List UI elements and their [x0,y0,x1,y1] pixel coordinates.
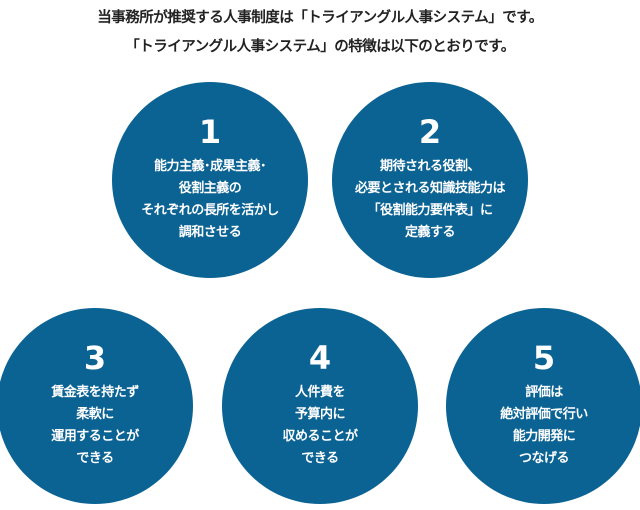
feature-text: 役割主義の [178,181,242,196]
feature-text: 能力開発に [512,429,576,444]
feature-text: 絶対評価で行い [500,407,588,422]
feature-circle-3: 3 賃金表を持たず 柔軟に 運用することが できる [0,308,193,504]
feature-text: つなげる [518,451,570,466]
feature-circle-5: 5 評価は 絶対評価で行い 能力開発に つなげる [446,308,640,504]
feature-text: 人件費を [294,385,346,400]
feature-text: 定義する [404,225,456,240]
feature-text: 柔軟に [76,407,114,422]
feature-circle-2: 2 期待される役割、 必要とされる知識技能力は 「役割能力要件表」に 定義する [332,82,528,278]
feature-text: 「役割能力要件表」に [367,203,493,218]
feature-text: 予算内に [294,407,346,422]
feature-text: 運用することが [51,429,139,444]
feature-text: 能力主義･成果主義･ [153,159,267,174]
feature-text: 必要とされる知識技能力は [354,181,506,196]
feature-text: 評価は [525,385,563,400]
feature-text: 収めることが [282,429,358,444]
feature-text: 賃金表を持たず [51,385,139,400]
intro-line-1: 当事務所が推奨する人事制度は「トライアングル人事システム」です。 [97,10,543,26]
feature-text: できる [76,451,114,466]
feature-text: 調和させる [178,225,242,240]
feature-number: 4 [308,339,332,377]
feature-text: できる [301,451,339,466]
intro-line-2: 「トライアングル人事システム」の特徴は以下のとおりです。 [125,39,515,55]
feature-text: それぞれの長所を活かし [141,203,279,218]
feature-number: 5 [532,339,556,377]
feature-circle-1: 1 能力主義･成果主義･ 役割主義の それぞれの長所を活かし 調和させる [112,82,308,278]
feature-number: 3 [83,339,107,377]
feature-number: 1 [198,113,222,151]
feature-circle-4: 4 人件費を 予算内に 収めることが できる [222,308,418,504]
feature-number: 2 [418,113,442,151]
feature-text: 期待される役割、 [379,159,481,174]
